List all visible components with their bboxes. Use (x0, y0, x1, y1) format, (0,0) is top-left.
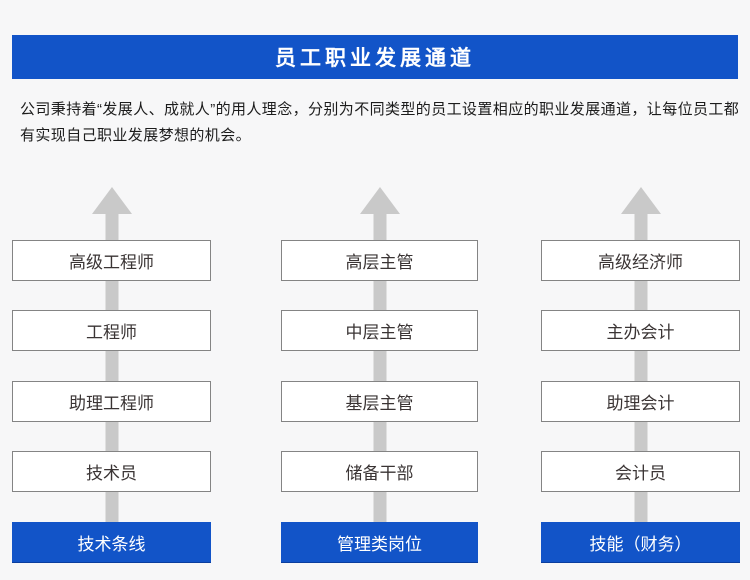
level-label: 助理工程师 (69, 394, 154, 413)
track-label: 技术条线 (77, 534, 146, 554)
level-box: 技术员 (12, 451, 211, 492)
level-box: 助理会计 (541, 381, 740, 422)
level-box: 高级经济师 (541, 240, 740, 281)
level-label: 高级工程师 (69, 253, 154, 272)
track-label: 管理类岗位 (337, 534, 422, 554)
level-label: 基层主管 (345, 394, 414, 413)
track-label-technical: 技术条线 (12, 522, 211, 563)
level-label: 主办会计 (606, 323, 675, 342)
level-box: 中层主管 (281, 310, 478, 351)
up-arrow-shaft (373, 213, 386, 523)
page-title-bar: 员工职业发展通道 (12, 35, 738, 79)
level-box: 会计员 (541, 451, 740, 492)
level-label: 高层主管 (345, 253, 414, 272)
level-box: 工程师 (12, 310, 211, 351)
track-label-management: 管理类岗位 (281, 522, 478, 563)
level-label: 高级经济师 (598, 253, 683, 272)
level-label: 助理会计 (606, 394, 675, 413)
level-box: 高级工程师 (12, 240, 211, 281)
career-ladder-management: 高层主管 中层主管 基层主管 储备干部 管理类岗位 (281, 187, 478, 564)
level-box: 基层主管 (281, 381, 478, 422)
level-label: 中层主管 (345, 323, 414, 342)
level-label: 储备干部 (345, 464, 414, 483)
career-ladder-technical: 高级工程师 工程师 助理工程师 技术员 技术条线 (12, 187, 211, 564)
level-label: 工程师 (86, 323, 137, 342)
career-ladders-diagram: 高级工程师 工程师 助理工程师 技术员 技术条线 高层主管 中层主管 基层主管 … (0, 187, 750, 564)
level-box: 主办会计 (541, 310, 740, 351)
up-arrow-icon (620, 187, 661, 214)
level-box: 助理工程师 (12, 381, 211, 422)
up-arrow-shaft (105, 213, 118, 523)
level-box: 高层主管 (281, 240, 478, 281)
level-label: 技术员 (86, 464, 137, 483)
page-title: 员工职业发展通道 (275, 47, 475, 70)
career-ladder-finance-skill: 高级经济师 主办会计 助理会计 会计员 技能（财务） (541, 187, 740, 564)
level-label: 会计员 (615, 464, 666, 483)
up-arrow-icon (91, 187, 132, 214)
up-arrow-icon (359, 187, 400, 214)
level-box: 储备干部 (281, 451, 478, 492)
intro-paragraph: 公司秉持着“发展人、成就人”的用人理念，分别为不同类型的员工设置相应的职业发展通… (20, 101, 740, 144)
track-label: 技能（财务） (589, 534, 692, 554)
track-label-finance-skill: 技能（财务） (541, 522, 740, 563)
up-arrow-shaft (634, 213, 647, 523)
